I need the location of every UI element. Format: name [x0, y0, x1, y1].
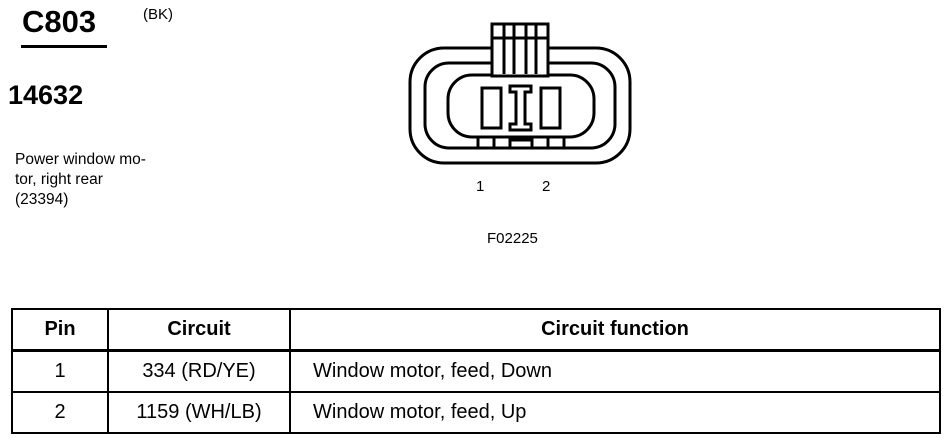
pin-label-2: 2 [542, 178, 551, 195]
figure-id: F02225 [487, 230, 538, 247]
circuit-function-cell: Window motor, feed, Down [289, 349, 941, 393]
connector-id: C803 [22, 4, 97, 39]
column-header-pin: Pin [11, 308, 109, 352]
column-header-circuit: Circuit [107, 308, 291, 352]
connector-color: (BK) [143, 6, 173, 23]
table-row: 2 1159 (WH/LB) Window motor, feed, Up [11, 391, 941, 434]
table-row: 1 334 (RD/YE) Window motor, feed, Down [11, 349, 941, 393]
circuit-cell: 1159 (WH/LB) [107, 391, 291, 434]
description-line: tor, right rear [15, 171, 103, 188]
column-header-circuit-function: Circuit function [289, 308, 941, 352]
pin-cavity-1 [480, 86, 503, 130]
connector-id-underline [21, 45, 107, 48]
circuit-cell: 334 (RD/YE) [107, 349, 291, 393]
connector-description: Power window mo- tor, right rear (23394) [15, 150, 185, 210]
bottom-latch-left [476, 135, 496, 150]
center-key [508, 84, 533, 132]
pin-cell: 1 [11, 349, 109, 393]
bottom-latch-right [546, 135, 566, 150]
bottom-key-notch [508, 138, 534, 148]
pin-cell: 2 [11, 391, 109, 434]
pin-table: Pin Circuit Circuit function 1 334 (RD/Y… [11, 308, 941, 434]
description-line: (23394) [15, 191, 69, 208]
circuit-function-cell: Window motor, feed, Up [289, 391, 941, 434]
table-header-row: Pin Circuit Circuit function [11, 308, 941, 352]
pin-label-1: 1 [476, 178, 485, 195]
description-line: Power window mo- [15, 151, 146, 168]
connector-face-drawing [408, 22, 632, 165]
pin-cavity-2 [539, 86, 562, 130]
locking-tab [490, 22, 550, 78]
part-number: 14632 [8, 80, 84, 110]
